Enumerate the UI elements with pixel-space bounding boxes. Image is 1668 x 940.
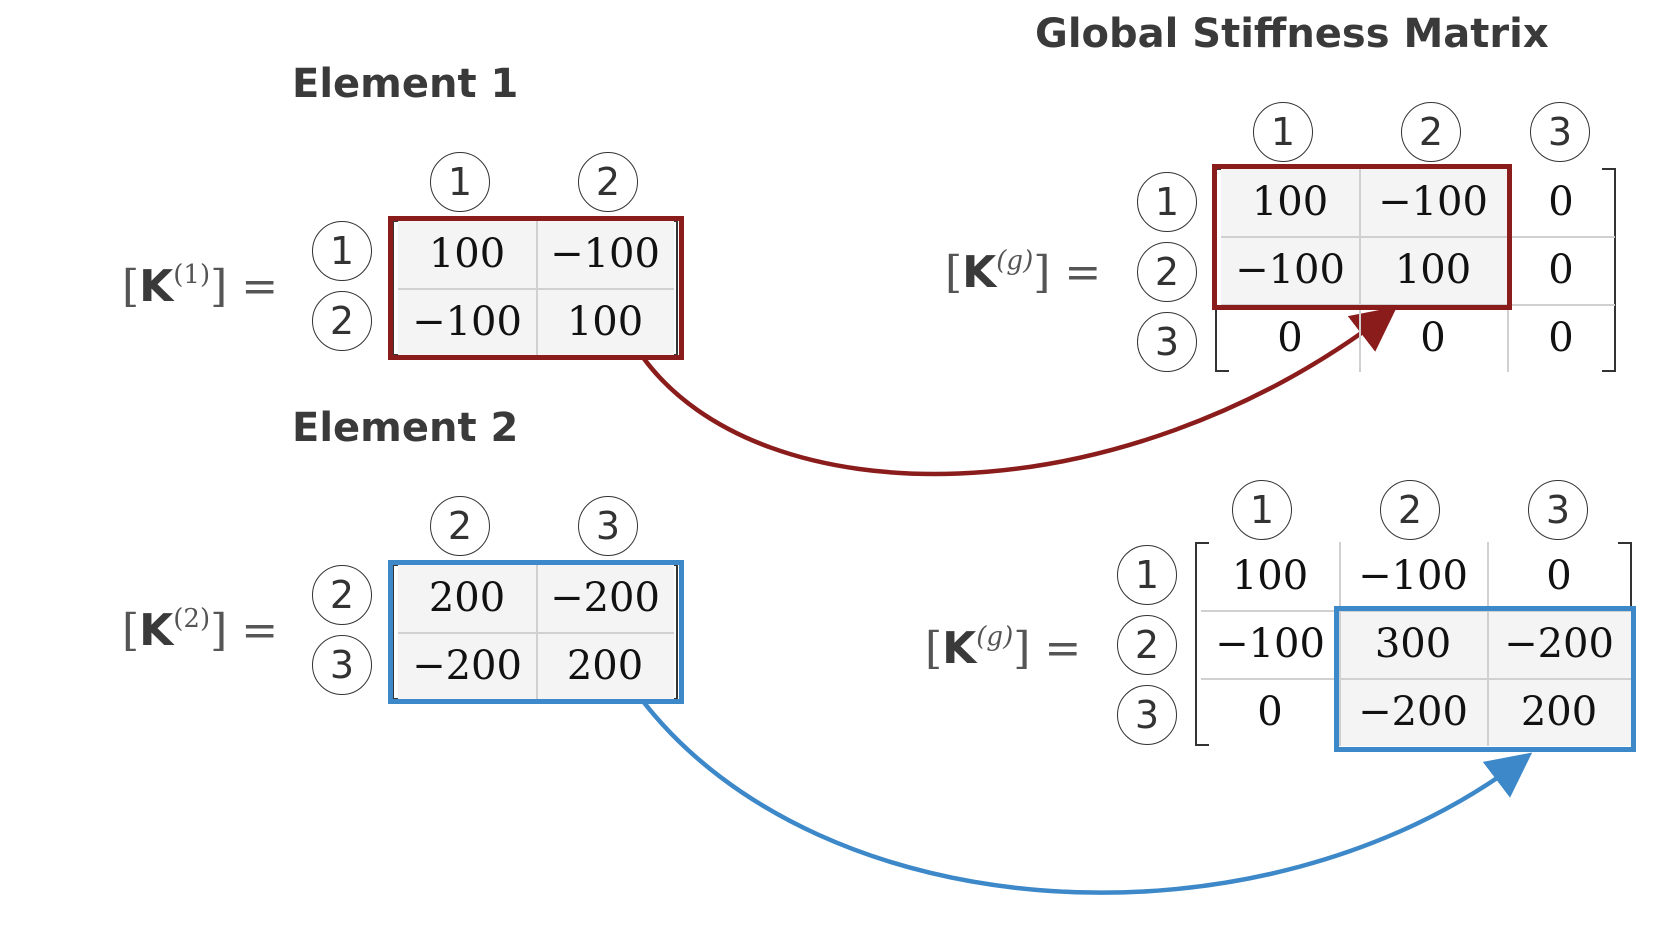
- k1-label: [K(1)] =: [122, 260, 279, 312]
- col-node: 2: [578, 152, 638, 212]
- matrix-cell: 100: [1221, 168, 1359, 236]
- matrix-cell: 200: [1487, 678, 1631, 746]
- row-node: 1: [1117, 545, 1177, 605]
- matrix-cell: 100: [536, 288, 674, 356]
- col-node: 3: [1530, 102, 1590, 162]
- grid-line: [1221, 236, 1615, 238]
- matrix-cell: 0: [1546, 553, 1572, 599]
- matrix-cell: −200: [1487, 610, 1631, 678]
- row-node: 2: [312, 291, 372, 351]
- row-node: 1: [312, 221, 372, 281]
- matrix-cell: 0: [1548, 315, 1574, 361]
- matrix-cell: 100: [398, 220, 536, 288]
- matrix-cell: −200: [536, 564, 674, 632]
- k2-label: [K(2)] =: [122, 604, 279, 656]
- col-node: 2: [430, 496, 490, 556]
- element1-highlight-box: [388, 216, 684, 360]
- global-stiffness-heading: Global Stiffness Matrix: [1035, 11, 1549, 57]
- row-node: 3: [1117, 685, 1177, 745]
- row-node: 2: [1137, 242, 1197, 302]
- matrix-cell: −200: [398, 632, 536, 700]
- matrix-cell: −100: [1221, 236, 1359, 304]
- global-step2-highlight-box: [1334, 606, 1636, 752]
- matrix-cell: 0: [1548, 179, 1574, 225]
- matrix-cell: 0: [1420, 315, 1446, 361]
- col-node: 2: [1401, 102, 1461, 162]
- matrix-bracket-right: [1602, 168, 1616, 372]
- row-node: 3: [1137, 312, 1197, 372]
- grid-line: [1201, 678, 1631, 680]
- grid-line: [398, 288, 674, 290]
- col-node: 1: [1253, 102, 1313, 162]
- kg-label-top: [K(g)] =: [945, 246, 1102, 298]
- matrix-cell: 300: [1339, 610, 1487, 678]
- element1-heading: Element 1: [292, 61, 519, 107]
- grid-line: [1359, 168, 1361, 372]
- col-node: 1: [430, 152, 490, 212]
- matrix-cell: −100: [1215, 621, 1325, 667]
- matrix-cell: 100: [1359, 236, 1507, 304]
- row-node: 2: [1117, 615, 1177, 675]
- matrix-cell: 200: [536, 632, 674, 700]
- grid-line: [1221, 304, 1615, 306]
- matrix-cell: −100: [1358, 553, 1468, 599]
- element2-highlight-box: [388, 560, 684, 704]
- matrix-cell: −100: [1359, 168, 1507, 236]
- matrix-cell: 0: [1277, 315, 1303, 361]
- col-node: 3: [578, 496, 638, 556]
- matrix-cell: −100: [398, 288, 536, 356]
- col-node: 2: [1380, 480, 1440, 540]
- matrix-cell: 100: [1231, 553, 1309, 599]
- col-node: 1: [1232, 480, 1292, 540]
- matrix-cell: −100: [536, 220, 674, 288]
- row-node: 1: [1137, 172, 1197, 232]
- grid-line: [1487, 542, 1489, 746]
- col-node: 3: [1528, 480, 1588, 540]
- matrix-bracket-left: [1195, 542, 1209, 746]
- matrix-cell: 0: [1548, 247, 1574, 293]
- grid-line: [1339, 542, 1341, 746]
- global-step1-highlight-box: [1212, 164, 1512, 310]
- row-node: 3: [312, 635, 372, 695]
- grid-line: [398, 632, 674, 634]
- matrix-cell: 0: [1257, 689, 1283, 735]
- matrix-cell: −200: [1339, 678, 1487, 746]
- kg-label-bottom: [K(g)] =: [925, 622, 1082, 674]
- element1-assembly-arrow: [640, 306, 1398, 477]
- element2-assembly-arrow: [640, 698, 1533, 895]
- matrix-cell: 200: [398, 564, 536, 632]
- row-node: 2: [312, 565, 372, 625]
- element2-heading: Element 2: [292, 405, 519, 451]
